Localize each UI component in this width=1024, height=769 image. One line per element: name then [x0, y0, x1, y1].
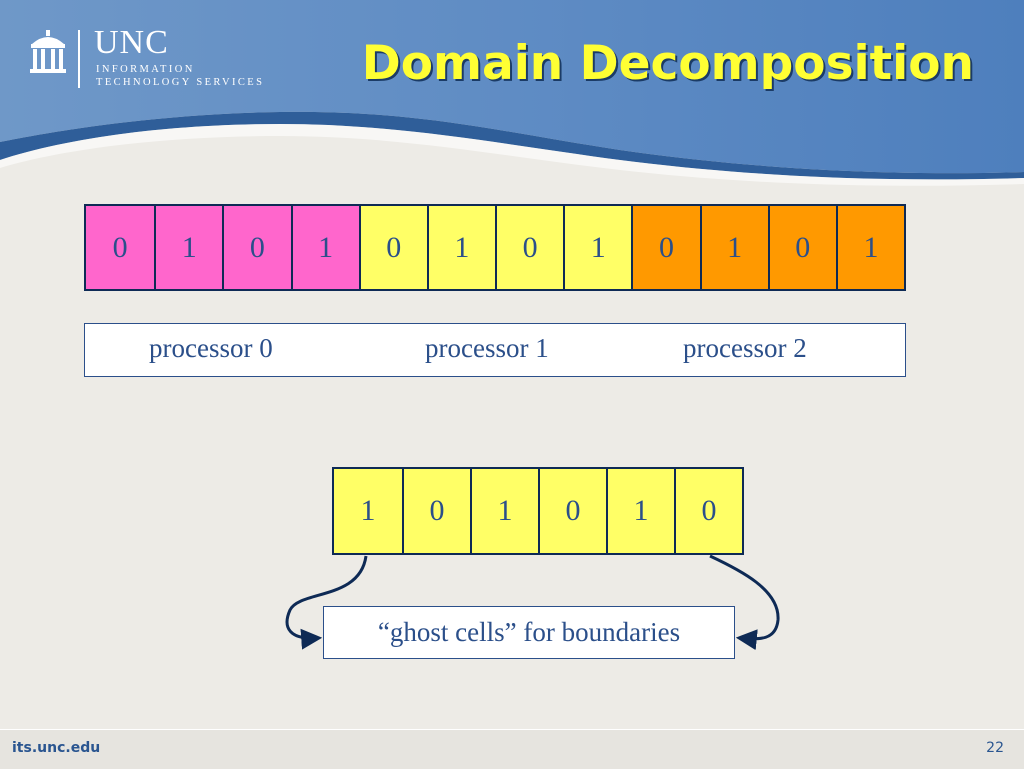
slide-title: Domain Decomposition: [361, 36, 974, 91]
domain-cell-0: 0: [86, 206, 155, 289]
ghost-cell-3: 0: [537, 469, 606, 553]
footer: its.unc.edu 22: [0, 729, 1024, 769]
domain-cell-1: 1: [154, 206, 223, 289]
ghost-cell-2: 1: [469, 469, 538, 553]
ghost-cell-4: 1: [605, 469, 674, 553]
footer-url[interactable]: its.unc.edu: [12, 740, 101, 756]
logo-line-2: TECHNOLOGY SERVICES: [96, 77, 265, 88]
logo-line-1: INFORMATION: [96, 64, 195, 75]
logo-unc-text: UNC: [94, 24, 169, 61]
domain-cell-2: 0: [222, 206, 291, 289]
domain-cell-5: 1: [426, 206, 496, 289]
domain-cell-4: 0: [358, 206, 427, 289]
logo-divider: [78, 30, 80, 88]
ghost-cell-1: 0: [401, 469, 470, 553]
domain-cell-6: 0: [495, 206, 564, 289]
processor-1-label: processor 1: [425, 333, 549, 363]
domain-cell-10: 0: [767, 206, 836, 289]
domain-cell-3: 1: [290, 206, 359, 289]
ghost-cell-0: 1: [334, 469, 402, 553]
processor-0-label: processor 0: [149, 333, 273, 363]
domain-cell-9: 1: [699, 206, 768, 289]
page-number: 22: [986, 740, 1004, 756]
processor-2-label: processor 2: [683, 333, 807, 363]
domain-cell-8: 0: [631, 206, 700, 289]
domain-cell-11: 1: [835, 206, 905, 289]
processor-labels-box: processor 0 processor 1 processor 2: [84, 323, 906, 377]
domain-cell-7: 1: [563, 206, 632, 289]
ghost-cells-label: “ghost cells” for boundaries: [323, 606, 735, 659]
header-background: [0, 0, 1024, 186]
ghost-cell-5: 0: [673, 469, 742, 553]
old-well-icon: [30, 30, 66, 73]
unc-logo: UNC INFORMATION TECHNOLOGY SERVICES: [28, 24, 278, 94]
